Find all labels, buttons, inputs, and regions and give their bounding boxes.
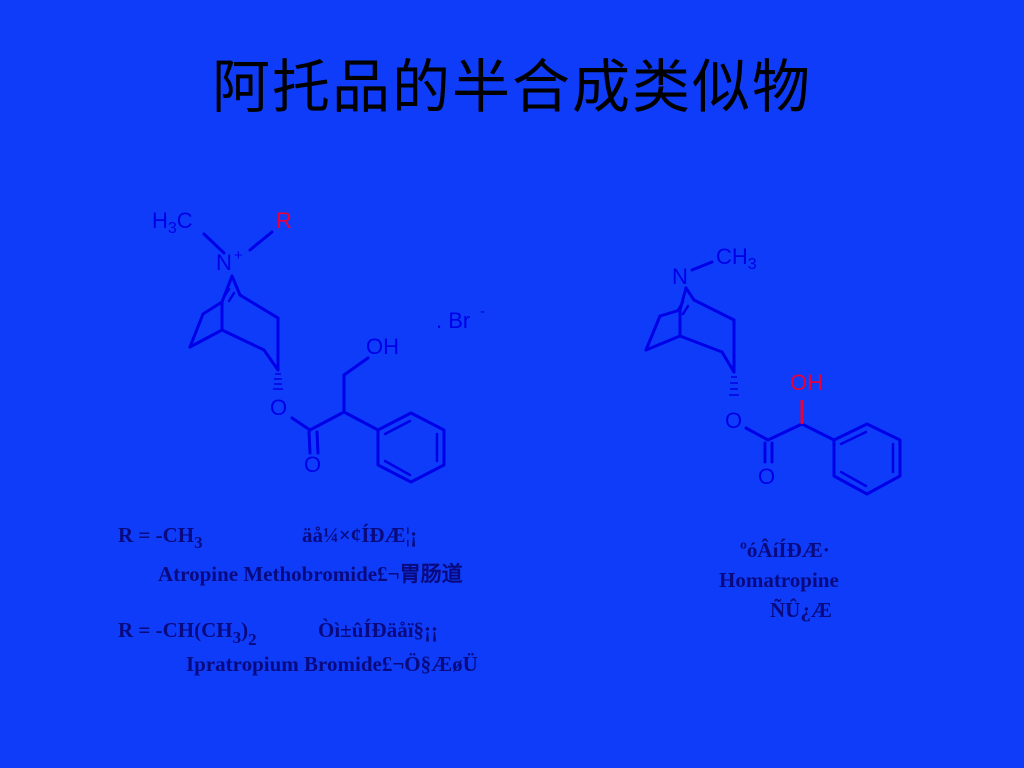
right-molecule [644,260,902,496]
right-name: Homatropine [719,568,839,592]
left-charge-label: + [234,247,243,264]
counter-ion-label: . Br [436,308,470,333]
right-garbled2: ÑÛ¿Æ [770,598,832,622]
left-r-group-label: R [276,208,292,233]
r2-formula: R = -CH(CH3)2 [118,618,257,649]
r1-name: Atropine Methobromide£¬胃肠道 [158,562,463,586]
left-nitrogen-label: N [216,250,232,275]
left-ester-oxygen-label: O [270,395,287,420]
counter-charge-label: - [480,303,485,320]
r1-formula: R = -CH3 [118,523,203,552]
r1-garbled: äå¼×¢ÍÐÆ¦¡ [302,523,418,547]
right-garbled: ºóÂíÍÐÆ· [740,538,830,562]
page-title: 阿托品的半合成类似物 [211,53,812,121]
left-methyl-label: H3C [152,208,193,237]
right-methyl-label: CH3 [716,244,757,273]
right-ester-oxygen-label: O [725,408,742,433]
right-nitrogen-label: N [672,264,688,289]
right-carbonyl-oxygen-label: O [758,464,775,489]
r2-garbled: Òì±ûÍÐäåï§¡¡ [318,618,439,642]
left-carbonyl-oxygen-label: O [304,452,321,477]
r2-name: Ipratropium Bromide£¬Ö§ÆøÜ [186,652,478,676]
right-hydroxyl-label: OH [790,370,823,395]
left-hydroxyl-label: OH [366,334,399,359]
left-molecule [188,230,446,484]
